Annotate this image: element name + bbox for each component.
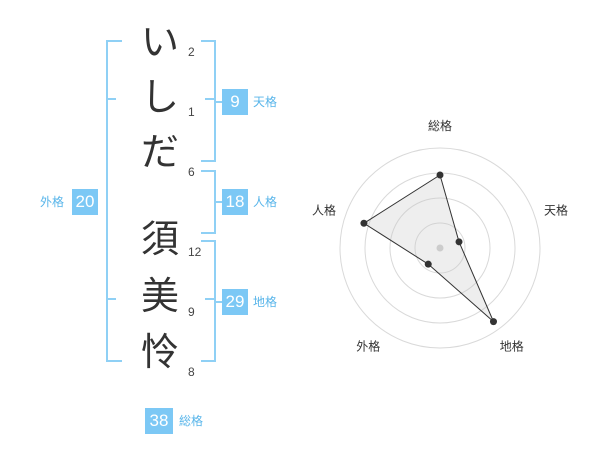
gaikaku-label: 外格: [40, 195, 65, 209]
bracket-tick: [205, 298, 214, 300]
name-char-3: だ: [140, 130, 179, 174]
chikaku-label: 地格: [253, 295, 278, 309]
name-char-6: 怜: [140, 330, 179, 374]
radar-ring-2: [389, 197, 491, 299]
radar-axis-label-1: 総格: [428, 118, 452, 133]
jinkaku-badge: 18: [222, 189, 248, 215]
bracket-tick: [106, 98, 116, 100]
radar-point-2: [455, 238, 463, 246]
name-char-2: し: [140, 75, 179, 119]
stroke-count-1: 2: [188, 45, 195, 59]
stroke-count-3: 6: [188, 165, 195, 179]
radar-axis-label-5: 人格: [312, 202, 336, 217]
radar-point-3: [489, 318, 497, 326]
radar-ring-4: [339, 147, 541, 349]
radar-polygon: [362, 174, 494, 322]
stroke-count-6: 8: [188, 365, 195, 379]
radar-axis-label-2: 天格: [544, 202, 568, 217]
radar-point-1: [436, 171, 444, 179]
stroke-count-2: 1: [188, 105, 195, 119]
gaikaku-badge: 20: [72, 189, 98, 215]
chikaku-badge: 29: [222, 289, 248, 315]
tenkaku-label: 天格: [253, 95, 278, 109]
name-char-5: 美: [140, 274, 179, 318]
stroke-count-5: 9: [188, 305, 195, 319]
bracket-tick: [205, 98, 214, 100]
gaikaku-bracket: [106, 40, 122, 362]
radar-center-dot: [436, 244, 444, 252]
soukaku-label: 総格: [179, 414, 204, 428]
radar-point-5: [360, 219, 368, 227]
radar-ring-1: [414, 222, 466, 274]
stroke-count-4: 12: [188, 245, 202, 259]
bracket-tick: [106, 298, 116, 300]
jinkaku-label: 人格: [253, 195, 278, 209]
name-char-1: い: [140, 20, 179, 64]
connector: [214, 101, 222, 103]
connector: [214, 201, 222, 203]
radar-axis-label-3: 地格: [500, 339, 524, 354]
radar-axis-label-4: 外格: [356, 339, 380, 354]
radar-point-4: [424, 260, 432, 268]
soukaku-badge: 38: [145, 408, 173, 434]
name-char-4: 須: [140, 217, 179, 261]
connector: [214, 301, 222, 303]
tenkaku-badge: 9: [222, 89, 248, 115]
